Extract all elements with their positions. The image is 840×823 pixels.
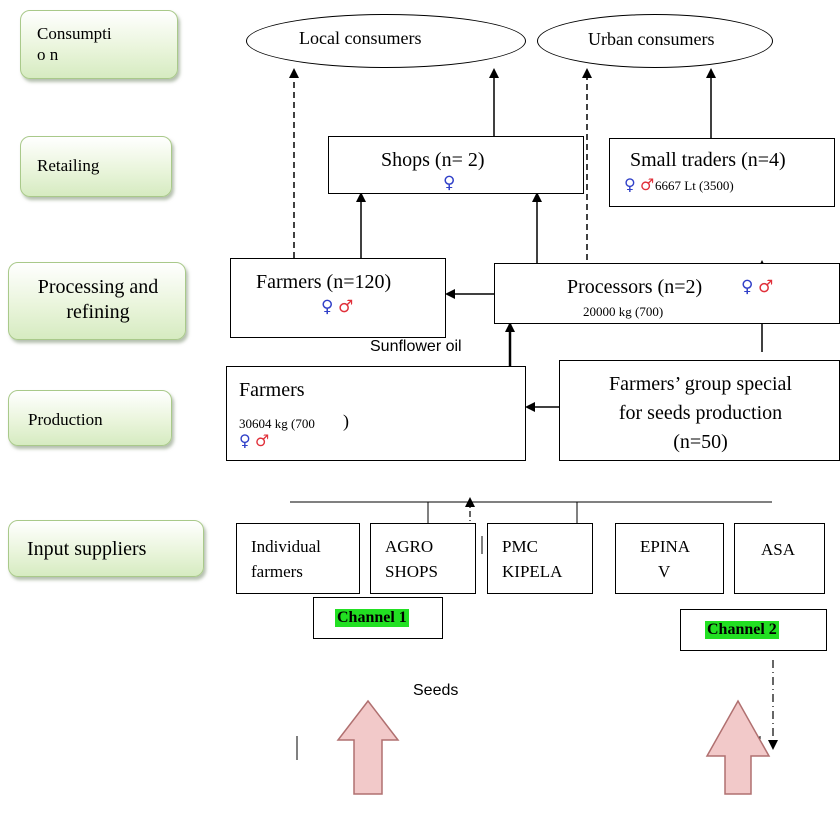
farmers-production-detail-paren: ) <box>343 411 349 431</box>
small-traders-title: Small traders (n=4) <box>630 149 786 171</box>
farmers-production-detail: 30604 kg (700 <box>239 416 315 431</box>
stage-consumption: Consumptio n <box>20 10 178 79</box>
traders-male-icon: ♂ <box>640 175 655 194</box>
farmers-production-node: Farmers 30604 kg (700 ) ♀ ♂ <box>226 366 526 461</box>
stage-processing: Processing and refining <box>8 262 186 340</box>
processors-detail: 20000 kg (700) <box>583 304 664 319</box>
supplier-epina-line1: EPINA <box>640 537 691 556</box>
supplier-individual-line2: farmers <box>251 562 303 581</box>
farmers-group-line2: for seeds production <box>618 402 783 424</box>
urban-consumers-node: Urban consumers <box>537 14 773 68</box>
supplier-pmc-kipela: PMC KIPELA <box>487 523 593 594</box>
farmers-production-male-icon: ♂ <box>255 431 270 450</box>
farmers-group-node: Farmers’ group special for seeds product… <box>559 360 840 461</box>
small-traders-detail: 6667 Lt (3500) <box>655 178 734 193</box>
channel-1-box: Channel 1 <box>313 597 443 639</box>
seed-flow-arrow-right <box>705 699 771 795</box>
stage-retailing-label: Retailing <box>37 156 100 175</box>
farmers-processing-title: Farmers (n=120) <box>256 271 392 293</box>
stage-retailing: Retailing <box>20 136 172 197</box>
farmers-group-line3: (n=50) <box>673 431 728 453</box>
supplier-epinav: EPINA V <box>615 523 724 594</box>
channel-2-box: Channel 2 <box>680 609 827 651</box>
supplier-pmc-line1: PMC <box>502 537 538 556</box>
supplier-pmc-line2: KIPELA <box>502 562 563 581</box>
processors-male-icon: ♂ <box>758 277 774 297</box>
farmers-group-line1: Farmers’ group special <box>609 373 792 395</box>
farmers-production-female-icon: ♀ <box>239 431 251 450</box>
stage-input-suppliers-label: Input suppliers <box>27 538 147 560</box>
shops-title: Shops (n= 2) <box>381 149 485 171</box>
shops-female-icon: ♀ <box>443 173 456 193</box>
traders-female-icon: ♀ <box>624 175 636 194</box>
shops-node: Shops (n= 2) ♀ <box>328 136 584 194</box>
urban-consumers-label: Urban consumers <box>588 29 715 49</box>
supplier-individual-farmers: Individual farmers <box>236 523 360 594</box>
local-consumers-node: Local consumers <box>246 14 526 68</box>
supplier-agro-line1: AGRO <box>385 537 434 556</box>
stage-production: Production <box>8 390 172 446</box>
farmers-processing-male-icon: ♂ <box>338 297 354 317</box>
farmers-processing-female-icon: ♀ <box>321 297 334 317</box>
farmers-processing-node: Farmers (n=120) ♀ ♂ <box>230 258 446 338</box>
sunflower-oil-label: Sunflower oil <box>370 338 462 355</box>
processors-female-icon: ♀ <box>741 277 754 297</box>
stage-production-label: Production <box>28 410 103 429</box>
stage-consumption-label: Consumptio n <box>37 24 112 64</box>
channel-1-label: Channel 1 <box>335 609 409 627</box>
processors-title: Processors (n=2) <box>567 276 703 298</box>
small-traders-node: Small traders (n=4) ♀ ♂ 6667 Lt (3500) <box>609 138 835 207</box>
channel-2-label: Channel 2 <box>705 621 779 639</box>
seeds-label: Seeds <box>413 682 459 699</box>
supplier-asa: ASA <box>734 523 825 594</box>
seed-flow-arrow-left <box>336 699 400 795</box>
local-consumers-label: Local consumers <box>299 28 422 48</box>
stage-input-suppliers: Input suppliers <box>8 520 204 577</box>
stage-processing-label: Processing and refining <box>37 276 159 323</box>
supplier-epina-line2: V <box>658 562 671 581</box>
supplier-agro-shops: AGRO SHOPS <box>370 523 476 594</box>
supplier-agro-line2: SHOPS <box>385 562 438 581</box>
supplier-asa-label: ASA <box>761 540 796 559</box>
supplier-individual-line1: Individual <box>251 537 321 556</box>
processors-node: Processors (n=2) ♀ ♂ 20000 kg (700) <box>494 263 840 324</box>
farmers-production-title: Farmers <box>239 379 305 401</box>
